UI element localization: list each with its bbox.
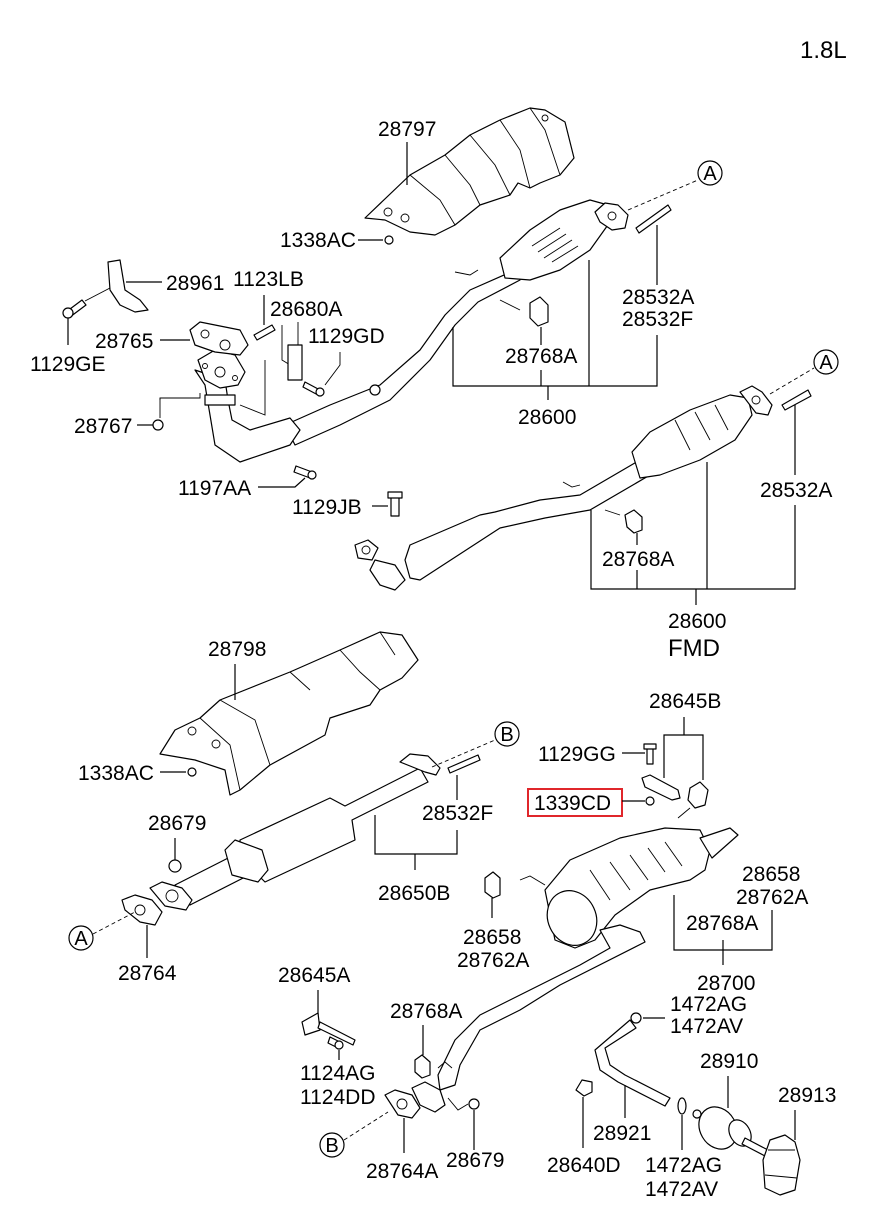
label-28645B: 28645B xyxy=(649,690,721,713)
variant-note-FMD: FMD xyxy=(668,635,720,662)
nut-1339CD[interactable] xyxy=(645,796,655,806)
hanger-28768A-1 xyxy=(529,296,549,327)
ref-marker-A-top-text: A xyxy=(703,163,717,185)
label-28600-2: 28600 xyxy=(668,610,726,633)
label-28658-1: 28658 xyxy=(463,926,521,949)
label-1472AG-1: 1472AG xyxy=(670,993,747,1016)
gasket-28765 xyxy=(189,321,249,356)
bolt-1123LB xyxy=(253,324,276,341)
label-1472AG-2: 1472AG xyxy=(645,1154,722,1177)
label-28762A-2: 28762A xyxy=(736,886,808,909)
label-28679-2: 28679 xyxy=(446,1149,504,1172)
label-28679-1: 28679 xyxy=(148,812,206,835)
bracket-28645B xyxy=(641,774,681,801)
label-28764A: 28764A xyxy=(366,1160,438,1183)
label-28768A-1: 28768A xyxy=(505,345,577,368)
center-muffler xyxy=(149,753,481,911)
front-pipe-fmd xyxy=(354,385,812,591)
label-28765: 28765 xyxy=(95,330,153,353)
hanger-28768A-4 xyxy=(414,1054,431,1079)
ref-marker-B-mid-text: B xyxy=(500,724,513,746)
label-28650B: 28650B xyxy=(378,882,450,905)
heat-protector-upper xyxy=(364,107,575,236)
bracket-28961 xyxy=(107,259,149,313)
ref-marker-A-bot xyxy=(68,925,94,951)
label-28700: 28700 xyxy=(697,972,755,995)
gasket-28764A xyxy=(384,1089,421,1119)
label-28921: 28921 xyxy=(593,1122,651,1145)
ref-marker-A-mid-text: A xyxy=(819,352,833,374)
label-1124DD: 1124DD xyxy=(300,1086,376,1109)
hose-28921 xyxy=(594,1019,671,1107)
ref-marker-B-mid xyxy=(494,721,520,747)
label-1338AC-bot: 1338AC xyxy=(78,762,154,785)
vacuum-valve-28910 xyxy=(692,1106,769,1157)
bracket-28645A xyxy=(301,1012,321,1036)
label-1123LB: 1123LB xyxy=(233,268,304,291)
label-28645A: 28645A xyxy=(278,964,350,987)
heat-protector-lower xyxy=(159,631,419,796)
engine-label: 1.8L xyxy=(800,37,847,64)
bracket-28913 xyxy=(762,1134,801,1196)
label-1338AC-top: 1338AC xyxy=(280,229,356,252)
hanger-28658-1 xyxy=(484,871,501,899)
label-1197AA: 1197AA xyxy=(178,477,251,500)
label-28762A-1: 28762A xyxy=(457,949,529,972)
ref-marker-A-mid xyxy=(813,349,839,375)
label-28767: 28767 xyxy=(74,415,132,438)
label-28768A-3: 28768A xyxy=(686,912,758,935)
rear-muffler xyxy=(437,827,739,1091)
label-1129GG: 1129GG xyxy=(538,743,616,766)
label-28658-2: 28658 xyxy=(742,863,800,886)
label-28910: 28910 xyxy=(700,1050,758,1073)
clip-28640D xyxy=(575,1079,593,1097)
label-28600-1: 28600 xyxy=(518,406,576,429)
label-28680A: 28680A xyxy=(270,298,342,321)
label-1129JB: 1129JB xyxy=(292,496,362,519)
label-28532A-2: 28532A xyxy=(760,479,832,502)
label-28797: 28797 xyxy=(378,118,436,141)
label-1339CD[interactable]: 1339CD xyxy=(534,792,611,815)
label-1129GE: 1129GE xyxy=(30,353,106,376)
label-28640D: 28640D xyxy=(547,1154,621,1177)
label-1124AG: 1124AG xyxy=(300,1062,376,1085)
bracket-28680A xyxy=(287,344,303,381)
label-1129GD: 1129GD xyxy=(308,325,385,348)
label-28768A-4: 28768A xyxy=(390,1000,462,1023)
gasket-28764 xyxy=(121,894,163,926)
label-1472AV-1: 1472AV xyxy=(670,1015,743,1038)
highlight-box-1339CD xyxy=(527,788,623,817)
ref-marker-B-bot xyxy=(319,1132,345,1158)
ref-marker-A-top xyxy=(697,160,723,186)
ref-marker-B-bot-text: B xyxy=(325,1135,338,1157)
label-28532F-1: 28532F xyxy=(622,308,693,331)
hanger-28768A-2 xyxy=(624,509,643,534)
label-28764: 28764 xyxy=(118,962,177,985)
label-1472AV-2: 1472AV xyxy=(645,1178,718,1201)
ref-marker-A-bot-text: A xyxy=(74,928,88,950)
label-28532F-2: 28532F xyxy=(422,802,493,825)
front-pipe-upper xyxy=(194,199,672,463)
label-28768A-2: 28768A xyxy=(602,548,674,571)
label-28961: 28961 xyxy=(166,272,224,295)
label-28532A-1: 28532A xyxy=(622,286,694,309)
label-28798: 28798 xyxy=(208,638,266,661)
label-28913: 28913 xyxy=(778,1084,836,1107)
